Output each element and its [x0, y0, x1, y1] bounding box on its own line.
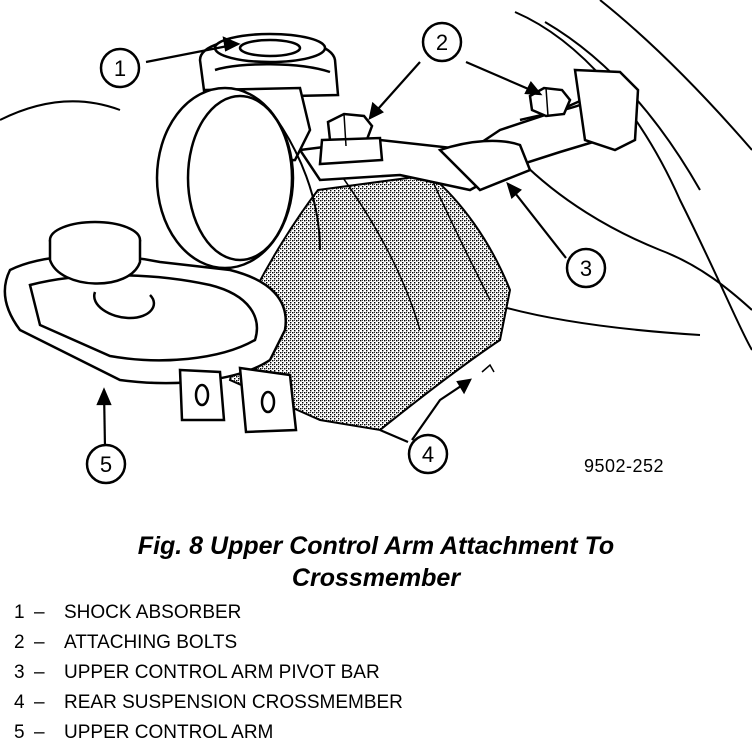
legend-dash: – — [34, 722, 45, 743]
legend-number: 2 — [14, 632, 25, 653]
legend-item: 3 – UPPER CONTROL ARM PIVOT BAR — [14, 658, 403, 688]
legend-number: 3 — [14, 662, 25, 683]
callout-1: 1 — [99, 47, 141, 89]
legend-label: REAR SUSPENSION CROSSMEMBER — [64, 692, 403, 713]
callout-3: 3 — [565, 247, 607, 289]
callout-3-label: 3 — [580, 256, 592, 281]
callout-4-label: 4 — [422, 442, 434, 467]
legend-label: UPPER CONTROL ARM — [64, 722, 274, 743]
suspension-illustration: 1 2 3 4 5 — [0, 0, 752, 485]
attaching-bolt-left — [318, 112, 384, 166]
legend-dash: – — [34, 602, 45, 623]
callout-5-label: 5 — [100, 452, 112, 477]
parts-legend: 1 – SHOCK ABSORBER 2 – ATTACHING BOLTS 3… — [14, 598, 403, 748]
legend-number: 4 — [14, 692, 25, 713]
legend-dash: – — [34, 692, 45, 713]
callout-5: 5 — [85, 443, 127, 485]
legend-dash: – — [34, 662, 45, 683]
legend-label: UPPER CONTROL ARM PIVOT BAR — [64, 662, 380, 683]
legend-number: 5 — [14, 722, 25, 743]
legend-item: 2 – ATTACHING BOLTS — [14, 628, 403, 658]
crossmember — [228, 159, 512, 432]
upper-control-arm — [3, 220, 298, 434]
callout-2-label: 2 — [436, 30, 448, 55]
caption-line-1: Fig. 8 Upper Control Arm Attachment To — [137, 532, 615, 560]
legend-item: 4 – REAR SUSPENSION CROSSMEMBER — [14, 688, 403, 718]
legend-number: 1 — [14, 602, 25, 623]
callout-4: 4 — [407, 433, 449, 475]
legend-dash: – — [34, 632, 45, 653]
caption-line-2: Crossmember — [291, 564, 461, 592]
shock-absorber — [155, 32, 340, 270]
legend-label: SHOCK ABSORBER — [64, 602, 242, 623]
leader-lines — [96, 36, 567, 449]
figure-id: 9502-252 — [584, 456, 665, 476]
legend-item: 5 – UPPER CONTROL ARM — [14, 718, 403, 748]
legend-item: 1 – SHOCK ABSORBER — [14, 598, 403, 628]
callout-1-label: 1 — [114, 56, 126, 81]
legend-label: ATTACHING BOLTS — [64, 632, 238, 653]
figure-caption: Fig. 8 Upper Control Arm Attachment To C… — [40, 530, 712, 594]
callout-2: 2 — [421, 21, 463, 63]
